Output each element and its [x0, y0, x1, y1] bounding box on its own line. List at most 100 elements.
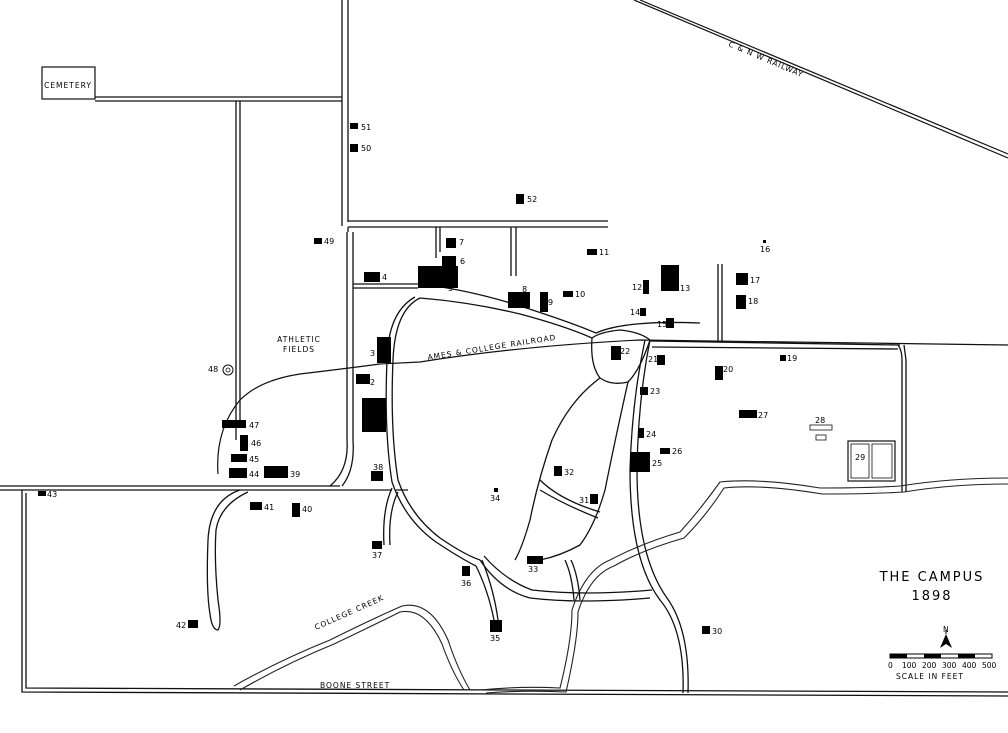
building-17	[736, 273, 748, 285]
building-50-label: 50	[361, 144, 371, 153]
buildings: 1 2 3 4 5 6 7 8 9 10 11 12 13	[38, 123, 896, 643]
building-8-label: 8	[522, 285, 527, 294]
building-42	[188, 620, 198, 628]
building-14	[640, 308, 646, 316]
building-23	[640, 387, 648, 395]
scale-tick-300: 300	[942, 661, 957, 670]
building-35-label: 35	[490, 634, 500, 643]
building-10	[563, 291, 573, 297]
building-13-label: 13	[680, 284, 690, 293]
building-5-label: 5	[448, 284, 453, 293]
building-29-label: 29	[855, 453, 865, 462]
building-40-label: 40	[302, 505, 312, 514]
building-9	[540, 292, 548, 312]
building-39-label: 39	[290, 470, 300, 479]
building-43	[38, 491, 46, 496]
building-36-label: 36	[461, 579, 471, 588]
building-38-label: 38	[373, 463, 383, 472]
building-29	[847, 440, 896, 482]
building-33-label: 33	[528, 565, 538, 574]
building-38	[371, 471, 383, 481]
building-34-label: 34	[490, 494, 500, 503]
map-year: 1898	[911, 589, 952, 604]
building-22-label: 22	[620, 347, 630, 356]
building-46	[240, 435, 248, 451]
scale-bar: 0 100 200 300 400 500 SCALE IN FEET	[888, 653, 997, 681]
building-4-label: 4	[382, 273, 387, 282]
building-6-label: 6	[460, 257, 465, 266]
building-50	[350, 144, 358, 152]
building-20-label: 20	[723, 365, 733, 374]
building-40	[292, 503, 300, 517]
building-22	[611, 346, 621, 360]
building-34	[494, 488, 498, 492]
cemetery-label: CEMETERY	[44, 81, 92, 90]
building-11-label: 11	[599, 248, 609, 257]
building-48-label: 48	[208, 365, 218, 374]
cnw-railway-label: C & N W RAILWAY	[727, 40, 805, 80]
building-24	[638, 428, 644, 438]
building-48	[222, 364, 234, 376]
building-2-label: 2	[370, 378, 375, 387]
building-2	[356, 374, 370, 384]
scale-tick-0: 0	[888, 661, 893, 670]
building-18	[736, 295, 746, 309]
scale-tick-100: 100	[902, 661, 917, 670]
building-26-label: 26	[672, 447, 682, 456]
map-title: THE CAMPUS	[879, 570, 985, 585]
building-46-label: 46	[251, 439, 261, 448]
scale-tick-400: 400	[962, 661, 977, 670]
north-arrow: N	[940, 625, 952, 648]
building-28-label: 28	[815, 416, 825, 425]
building-32-label: 32	[564, 468, 574, 477]
building-52	[516, 194, 524, 204]
building-44-label: 44	[249, 470, 259, 479]
scale-tick-500: 500	[982, 661, 997, 670]
building-30-label: 30	[712, 627, 722, 636]
building-8	[508, 292, 530, 308]
building-7-label: 7	[459, 238, 464, 247]
building-15-label: 15	[657, 320, 667, 329]
building-19-label: 19	[787, 354, 797, 363]
building-44	[229, 468, 247, 478]
building-25	[630, 452, 650, 472]
building-20	[715, 366, 723, 380]
building-36	[462, 566, 470, 576]
roads	[0, 0, 1008, 697]
building-42-label: 42	[176, 621, 186, 630]
scale-caption: SCALE IN FEET	[896, 672, 964, 681]
building-16-label: 16	[760, 245, 770, 254]
creek-label: COLLEGE CREEK	[313, 593, 385, 632]
boone-street-label: BOONE STREET	[320, 681, 390, 690]
building-23-label: 23	[650, 387, 660, 396]
building-25-label: 25	[652, 459, 662, 468]
building-31-label: 31	[579, 496, 589, 505]
building-1-label: 1	[366, 413, 371, 422]
building-21	[657, 355, 665, 365]
building-45	[231, 454, 247, 462]
building-17-label: 17	[750, 276, 760, 285]
building-24-label: 24	[646, 430, 656, 439]
building-41-label: 41	[264, 503, 274, 512]
building-37	[372, 541, 382, 549]
north-arrow-label: N	[943, 625, 949, 634]
cemetery-plot	[41, 66, 96, 100]
building-51-label: 51	[361, 123, 371, 132]
building-5	[418, 266, 458, 288]
building-37-label: 37	[372, 551, 382, 560]
athletic-fields-label-1: ATHLETIC	[277, 335, 321, 344]
building-11	[587, 249, 597, 255]
building-15	[666, 318, 674, 328]
building-41	[250, 502, 262, 510]
building-4	[364, 272, 380, 282]
building-6	[442, 256, 456, 266]
building-16	[763, 240, 766, 243]
building-31	[590, 494, 598, 504]
building-51	[350, 123, 358, 129]
building-21-label: 21	[648, 355, 658, 364]
building-27-label: 27	[758, 411, 768, 420]
building-32	[554, 466, 562, 476]
building-1	[362, 398, 386, 432]
building-45-label: 45	[249, 455, 259, 464]
